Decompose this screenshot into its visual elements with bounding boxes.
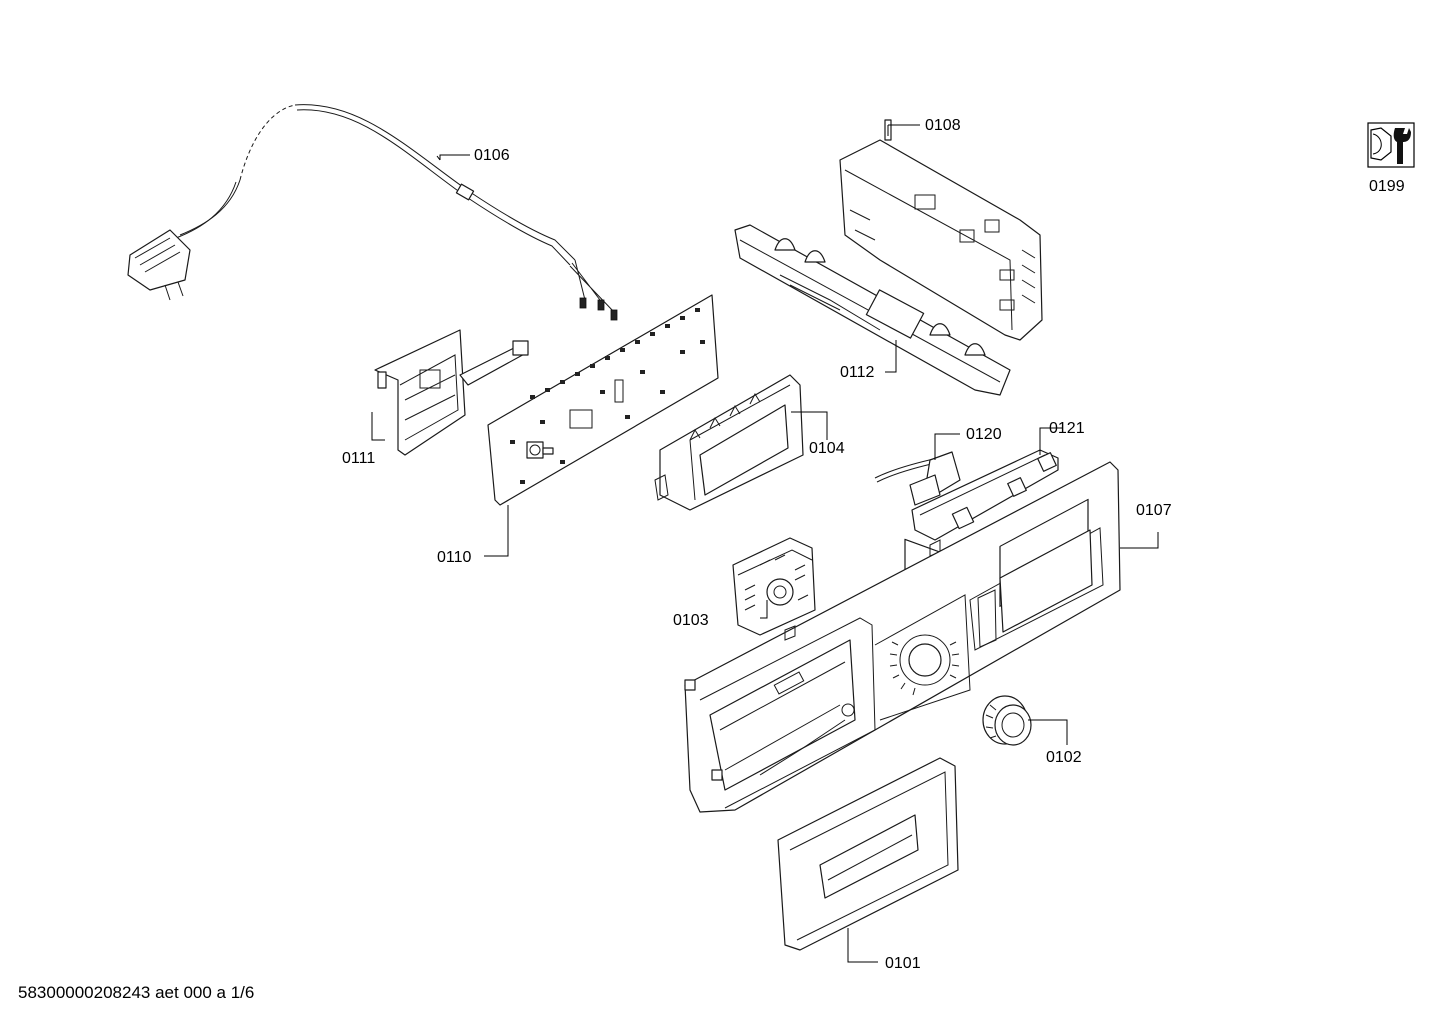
part-label-0104[interactable]: 0104 [809, 440, 845, 457]
wrench-nut-icon[interactable] [1367, 122, 1415, 168]
control-pcb-drawing [487, 294, 719, 506]
part-label-0108[interactable]: 0108 [925, 117, 961, 134]
document-code: 58300000208243 aet 000 a 1/6 [18, 983, 255, 1002]
part-label-0112[interactable]: 0112 [840, 364, 875, 381]
bracket-drawing [374, 329, 529, 456]
leader-lines [371, 124, 1159, 963]
power-cord-drawing [127, 104, 618, 321]
part-label-0106[interactable]: 0106 [474, 147, 510, 164]
control-panel-fascia-drawing [684, 461, 1121, 813]
part-label-0101[interactable]: 0101 [885, 955, 921, 972]
support-rail-drawing [734, 224, 1011, 396]
part-label-0120[interactable]: 0120 [966, 426, 1002, 443]
sensor-cable-drawing [874, 451, 961, 506]
part-label-0110[interactable]: 0110 [437, 549, 472, 566]
display-holder-drawing [654, 374, 804, 511]
display-module-drawing [911, 449, 1059, 557]
knob-drawing [982, 695, 1032, 746]
part-label-0199[interactable]: 0199 [1369, 178, 1405, 195]
drawer-front-drawing [777, 757, 959, 951]
selector-switch-drawing [732, 537, 816, 636]
part-label-0107[interactable]: 0107 [1136, 502, 1172, 519]
part-label-0121[interactable]: 0121 [1049, 420, 1085, 437]
part-label-0102[interactable]: 0102 [1046, 749, 1082, 766]
part-label-0103[interactable]: 0103 [673, 612, 709, 629]
part-label-0111[interactable]: 0111 [342, 450, 376, 467]
